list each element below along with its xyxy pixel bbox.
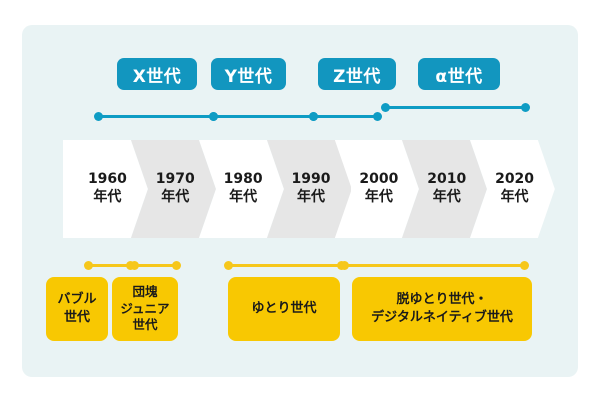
span-endpoint-dot-alpha-span-start: [381, 103, 390, 112]
cohort-box-label: 団塊ジュニア世代: [120, 284, 169, 335]
cohort-endpoint-dot-datsu-yutori-span-start: [340, 261, 349, 270]
span-line-x-span: [98, 115, 213, 118]
cohort-box-label-line2: 世代: [63, 310, 90, 325]
cohort-box-dankai-jr: 団塊ジュニア世代: [112, 277, 178, 341]
generation-badge-label: α世代: [435, 66, 483, 87]
generation-badge-alpha: α世代: [418, 58, 500, 90]
decade-chevron-shape: [402, 140, 488, 238]
decade-chevron-shape: [130, 140, 216, 238]
cohort-box-yutori: ゆとり世代: [228, 277, 340, 341]
decade-suffix: 年代: [364, 189, 393, 205]
cohort-endpoint-dot-dankai-jr-span-end: [172, 261, 181, 270]
generation-badge-label: Y世代: [224, 66, 273, 87]
decade-year: 2010: [427, 171, 467, 188]
cohort-span-line-datsu-yutori-span: [344, 264, 524, 267]
decade-year: 2000: [359, 171, 399, 188]
decade-year: 1970: [155, 171, 195, 188]
cohort-span-line-dankai-jr-span: [134, 264, 176, 267]
span-line-y-span: [213, 115, 313, 118]
cohort-box-label-line3: 世代: [132, 317, 158, 333]
cohort-box-label-line1: バブル: [57, 292, 97, 308]
cohort-box-label-line1: 団塊: [132, 283, 158, 299]
cohort-endpoint-dot-datsu-yutori-span-end: [520, 261, 529, 270]
decade-suffix: 年代: [229, 189, 258, 205]
span-endpoint-dot-z-span-start: [309, 112, 318, 121]
span-line-z-span: [313, 115, 377, 118]
cohort-box-label: バブル世代: [57, 291, 96, 326]
generation-badge-x: X世代: [117, 58, 197, 90]
decade-chevron-shape: [63, 140, 148, 238]
cohort-endpoint-dot-bubble-span-start: [84, 261, 93, 270]
generation-badge-label: X世代: [132, 66, 182, 87]
generation-badge-y: Y世代: [211, 58, 286, 90]
decade-chevron-shape: [266, 140, 352, 238]
cohort-box-label-line1: 脱ゆとり世代・: [396, 292, 488, 308]
span-endpoint-dot-z-span-end: [373, 112, 382, 121]
cohort-endpoint-dot-dankai-jr-span-start: [130, 261, 139, 270]
decade-suffix: 年代: [500, 189, 529, 205]
span-endpoint-dot-alpha-span-end: [521, 103, 530, 112]
cohort-box-label-line2: ジュニア: [120, 300, 170, 316]
decade-year: 1990: [291, 171, 331, 188]
cohort-span-line-yutori-span: [228, 264, 341, 267]
span-endpoint-dot-y-span-start: [209, 112, 218, 121]
decade-year: 2020: [495, 171, 535, 188]
cohort-span-line-bubble-span: [88, 264, 130, 267]
span-line-alpha-span: [385, 106, 525, 109]
generation-badge-z: Z世代: [318, 58, 396, 90]
cohort-box-bubble: バブル世代: [46, 277, 108, 341]
cohort-box-datsu-yutori: 脱ゆとり世代・デジタルネイティブ世代: [352, 277, 532, 341]
cohort-box-label: 脱ゆとり世代・デジタルネイティブ世代: [371, 291, 513, 326]
decade-chevron-shape: [470, 140, 555, 238]
cohort-endpoint-dot-yutori-span-start: [224, 261, 233, 270]
cohort-box-label-line2: デジタルネイティブ世代: [371, 310, 513, 325]
decade-chevron-shape: [198, 140, 284, 238]
generation-badge-label: Z世代: [333, 66, 381, 87]
cohort-box-label-line1: ゆとり世代: [251, 301, 317, 317]
cohort-box-label: ゆとり世代: [251, 300, 316, 318]
span-endpoint-dot-x-span-start: [94, 112, 103, 121]
decade-suffix: 年代: [93, 189, 122, 205]
decade-year: 1960: [87, 171, 127, 188]
decade-suffix: 年代: [296, 189, 325, 205]
decade-suffix: 年代: [432, 189, 461, 205]
decade-suffix: 年代: [161, 189, 190, 205]
decade-year: 1980: [223, 171, 263, 188]
decade-chevron-shape: [334, 140, 420, 238]
